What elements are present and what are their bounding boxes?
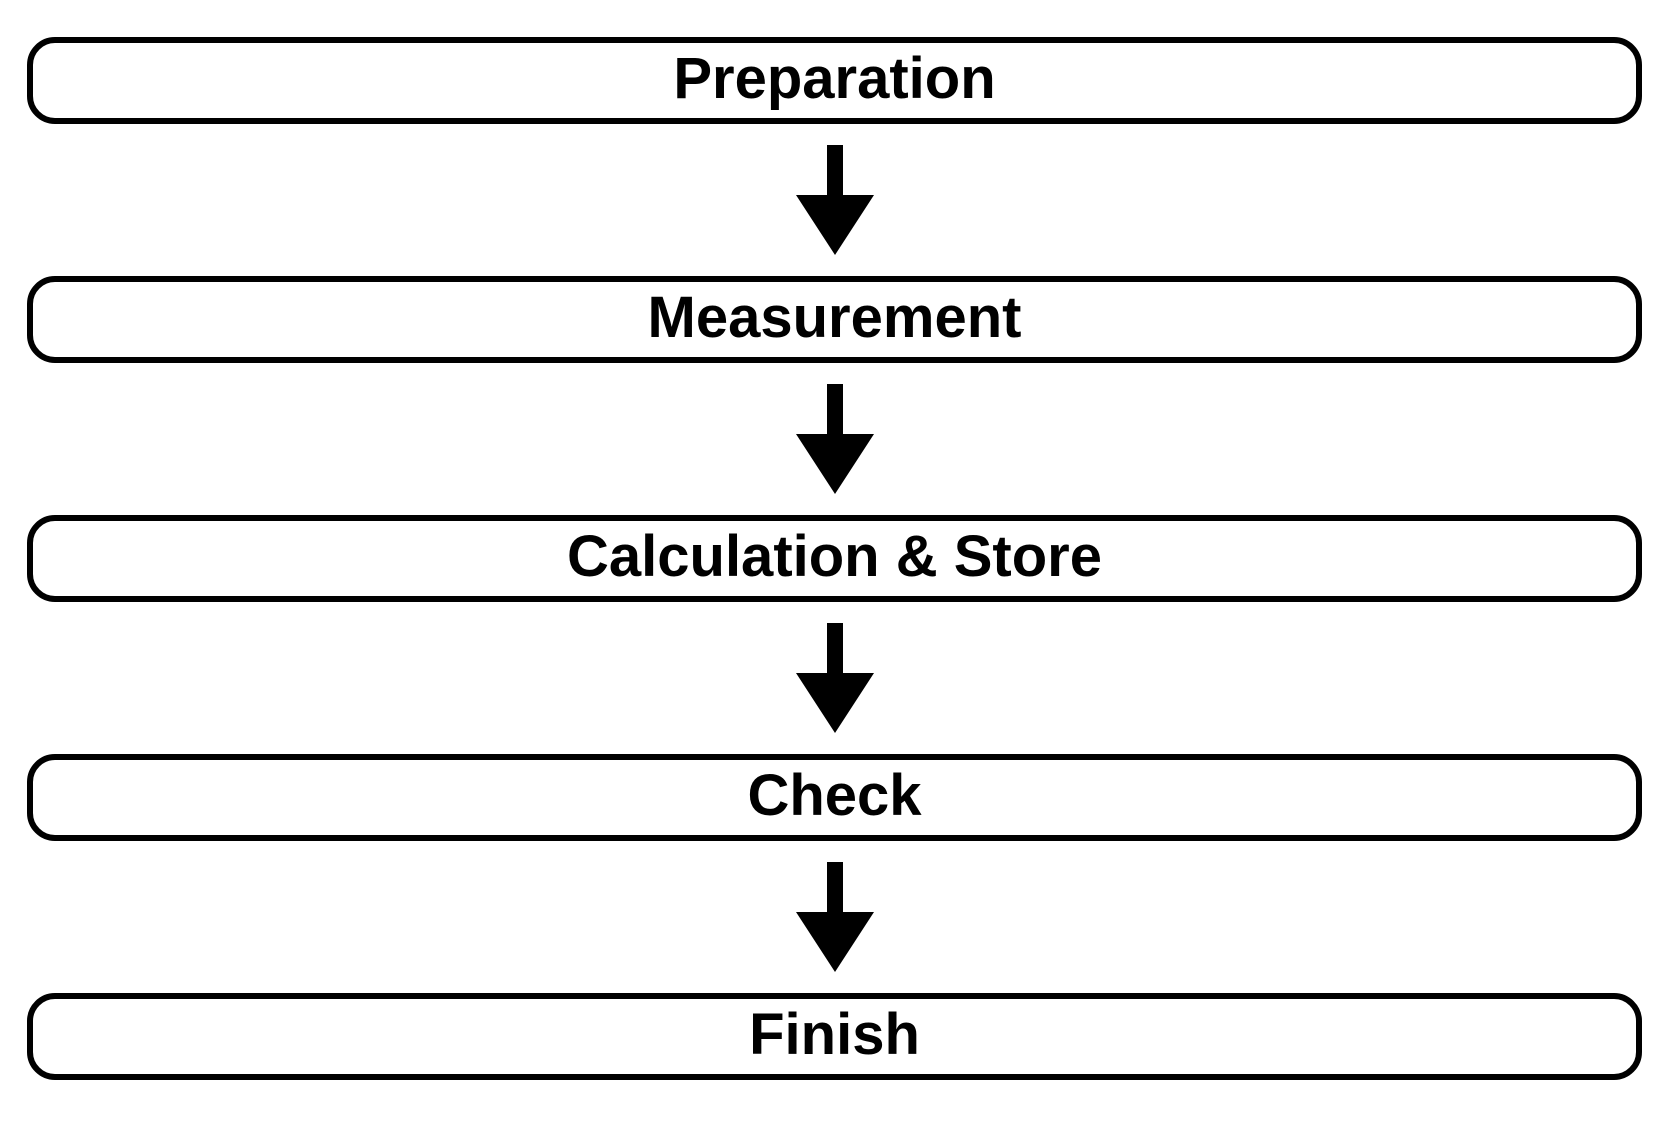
flow-step-preparation: Preparation — [27, 37, 1642, 124]
flow-step-label: Check — [747, 762, 922, 828]
flow-step-label: Measurement — [647, 284, 1022, 350]
flow-step-label: Calculation & Store — [567, 523, 1102, 589]
down-arrow-icon — [795, 623, 874, 733]
flow-step-measurement: Measurement — [27, 276, 1642, 363]
down-arrow-icon — [795, 862, 874, 972]
connector-4 — [27, 841, 1642, 993]
connector-2 — [27, 363, 1642, 515]
flow-step-label: Finish — [749, 1001, 920, 1067]
connector-3 — [27, 602, 1642, 754]
connector-1 — [27, 124, 1642, 276]
down-arrow-icon — [795, 145, 874, 255]
flow-step-calculation-store: Calculation & Store — [27, 515, 1642, 602]
down-arrow-icon — [795, 384, 874, 494]
flow-step-label: Preparation — [673, 45, 996, 111]
flow-step-finish: Finish — [27, 993, 1642, 1080]
flow-step-check: Check — [27, 754, 1642, 841]
